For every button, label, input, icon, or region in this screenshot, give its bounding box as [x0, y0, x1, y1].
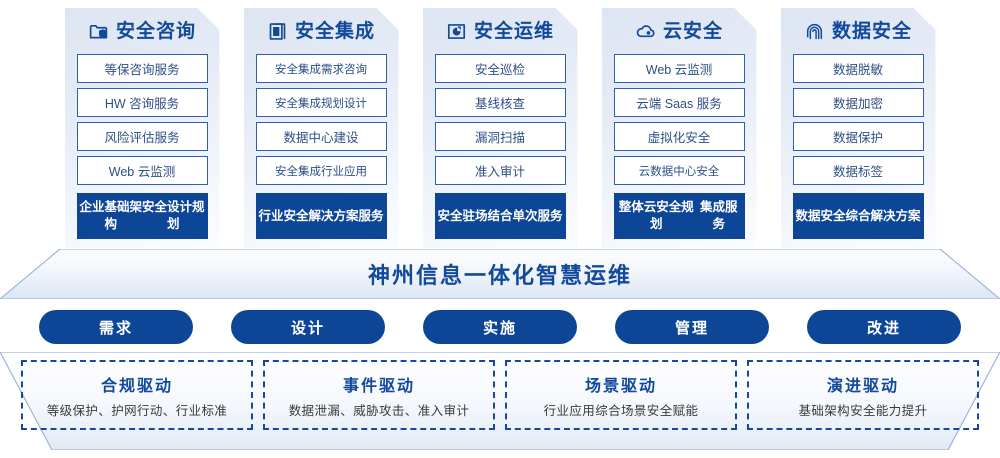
- capability-column-data-security[interactable]: 数据安全 数据脱敏 数据加密 数据保护 数据标签 数据安全综合 解决方案: [781, 8, 936, 248]
- column-items: 安全集成需求咨询 安全集成规划设计 数据中心建设 安全集成行业应用 行业安全解决…: [244, 54, 399, 239]
- service-item[interactable]: Web 云监测: [614, 54, 745, 83]
- phase-pill-requirement[interactable]: 需求: [39, 310, 193, 344]
- cloud-icon: [635, 21, 656, 42]
- service-item[interactable]: 漏洞扫描: [435, 122, 566, 151]
- driver-card-compliance[interactable]: 合规驱动 等级保护、护网行动、行业标准: [21, 360, 253, 430]
- driver-subtitle: 行业应用综合场景安全赋能: [543, 403, 699, 418]
- column-highlight[interactable]: 安全驻场结合 单次服务: [435, 193, 566, 239]
- service-item[interactable]: 云数据中心安全: [614, 156, 745, 185]
- highlight-line-1: 数据安全综合: [795, 208, 871, 223]
- phase-pill-implementation[interactable]: 实施: [423, 310, 577, 344]
- driver-subtitle: 等级保护、护网行动、行业标准: [46, 403, 228, 418]
- service-item[interactable]: 云端 Saas 服务: [614, 88, 745, 117]
- driver-subtitle: 基础架构安全能力提升: [798, 403, 928, 418]
- column-title: 数据安全: [831, 20, 912, 42]
- column-header: 安全咨询: [65, 8, 220, 54]
- column-highlight[interactable]: 行业安全解决 方案服务: [256, 193, 387, 239]
- capability-column-security-consulting[interactable]: 安全咨询 等保咨询服务 HW 咨询服务 风险评估服务 Web 云监测 企业基础架…: [65, 8, 220, 248]
- driver-card-scenario[interactable]: 场景驱动 行业应用综合场景安全赋能: [505, 360, 737, 430]
- phase-pill-design[interactable]: 设计: [231, 310, 385, 344]
- column-title: 安全咨询: [115, 20, 196, 42]
- service-item[interactable]: 数据标签: [793, 156, 924, 185]
- column-items: 安全巡检 基线核查 漏洞扫描 准入审计 安全驻场结合 单次服务: [423, 54, 578, 239]
- service-item[interactable]: 准入审计: [435, 156, 566, 185]
- column-title: 云安全: [662, 20, 723, 42]
- highlight-line-2: 安全设计规划: [142, 200, 205, 231]
- service-item[interactable]: 数据加密: [793, 88, 924, 117]
- service-item[interactable]: 数据脱敏: [793, 54, 924, 83]
- drivers-row: 合规驱动 等级保护、护网行动、行业标准 事件驱动 数据泄漏、威胁攻击、准入审计 …: [0, 352, 1000, 450]
- highlight-line-1: 行业安全解决: [258, 208, 334, 223]
- service-item[interactable]: Web 云监测: [77, 156, 208, 185]
- service-item[interactable]: 等保咨询服务: [77, 54, 208, 83]
- service-item[interactable]: 风险评估服务: [77, 122, 208, 151]
- column-header: 数据安全: [781, 8, 936, 54]
- service-item[interactable]: 安全集成行业应用: [256, 156, 387, 185]
- column-highlight[interactable]: 数据安全综合 解决方案: [793, 193, 924, 239]
- column-items: Web 云监测 云端 Saas 服务 虚拟化安全 云数据中心安全 整体云安全规划…: [602, 54, 757, 239]
- driver-card-evolution[interactable]: 演进驱动 基础架构安全能力提升: [747, 360, 979, 430]
- column-items: 数据脱敏 数据加密 数据保护 数据标签 数据安全综合 解决方案: [781, 54, 936, 239]
- highlight-line-1: 整体云安全规划: [618, 200, 694, 231]
- driver-title: 合规驱动: [100, 377, 173, 395]
- service-item[interactable]: 数据保护: [793, 122, 924, 151]
- column-header: 安全运维: [423, 8, 578, 54]
- phase-pill-management[interactable]: 管理: [615, 310, 769, 344]
- service-item[interactable]: HW 咨询服务: [77, 88, 208, 117]
- driver-title: 演进驱动: [826, 377, 899, 395]
- column-title: 安全运维: [473, 20, 554, 42]
- highlight-line-2: 解决方案: [870, 208, 921, 223]
- capability-column-cloud-security[interactable]: 云安全 Web 云监测 云端 Saas 服务 虚拟化安全 云数据中心安全 整体云…: [602, 8, 757, 248]
- highlight-line-2: 集成服务: [700, 200, 738, 231]
- platform-banner: 神州信息一体化智慧运维: [0, 249, 1000, 299]
- phase-pill-improvement[interactable]: 改进: [807, 310, 961, 344]
- service-item[interactable]: 安全巡检: [435, 54, 566, 83]
- highlight-line-2: 单次服务: [512, 208, 563, 223]
- highlight-line-1: 企业基础架构: [79, 200, 143, 231]
- service-item[interactable]: 基线核查: [435, 88, 566, 117]
- platform-banner-title: 神州信息一体化智慧运维: [367, 263, 632, 288]
- column-title: 安全集成: [294, 20, 375, 42]
- driver-card-incident[interactable]: 事件驱动 数据泄漏、威胁攻击、准入审计: [263, 360, 495, 430]
- capability-columns: 安全咨询 等保咨询服务 HW 咨询服务 风险评估服务 Web 云监测 企业基础架…: [0, 8, 1000, 248]
- capability-column-security-operations[interactable]: 安全运维 安全巡检 基线核查 漏洞扫描 准入审计 安全驻场结合 单次服务: [423, 8, 578, 248]
- column-highlight[interactable]: 整体云安全规划 集成服务: [614, 193, 745, 239]
- column-header: 云安全: [602, 8, 757, 54]
- fingerprint-icon: [804, 21, 825, 42]
- driver-subtitle: 数据泄漏、威胁攻击、准入审计: [288, 403, 470, 418]
- capability-column-security-integration[interactable]: 安全集成 安全集成需求咨询 安全集成规划设计 数据中心建设 安全集成行业应用 行…: [244, 8, 399, 248]
- driver-title: 事件驱动: [342, 377, 415, 395]
- service-item[interactable]: 安全集成规划设计: [256, 88, 387, 117]
- monitor-gear-icon: [446, 21, 467, 42]
- service-item[interactable]: 数据中心建设: [256, 122, 387, 151]
- service-item[interactable]: 虚拟化安全: [614, 122, 745, 151]
- highlight-line-2: 方案服务: [333, 208, 384, 223]
- highlight-line-1: 安全驻场结合: [437, 208, 513, 223]
- column-items: 等保咨询服务 HW 咨询服务 风险评估服务 Web 云监测 企业基础架构 安全设…: [65, 54, 220, 239]
- document-stack-icon: [267, 21, 288, 42]
- column-highlight[interactable]: 企业基础架构 安全设计规划: [77, 193, 208, 239]
- service-item[interactable]: 安全集成需求咨询: [256, 54, 387, 83]
- column-header: 安全集成: [244, 8, 399, 54]
- driver-title: 场景驱动: [584, 377, 657, 395]
- lifecycle-phase-row: 需求 设计 实施 管理 改进: [0, 310, 1000, 344]
- folder-shield-icon: [88, 21, 109, 42]
